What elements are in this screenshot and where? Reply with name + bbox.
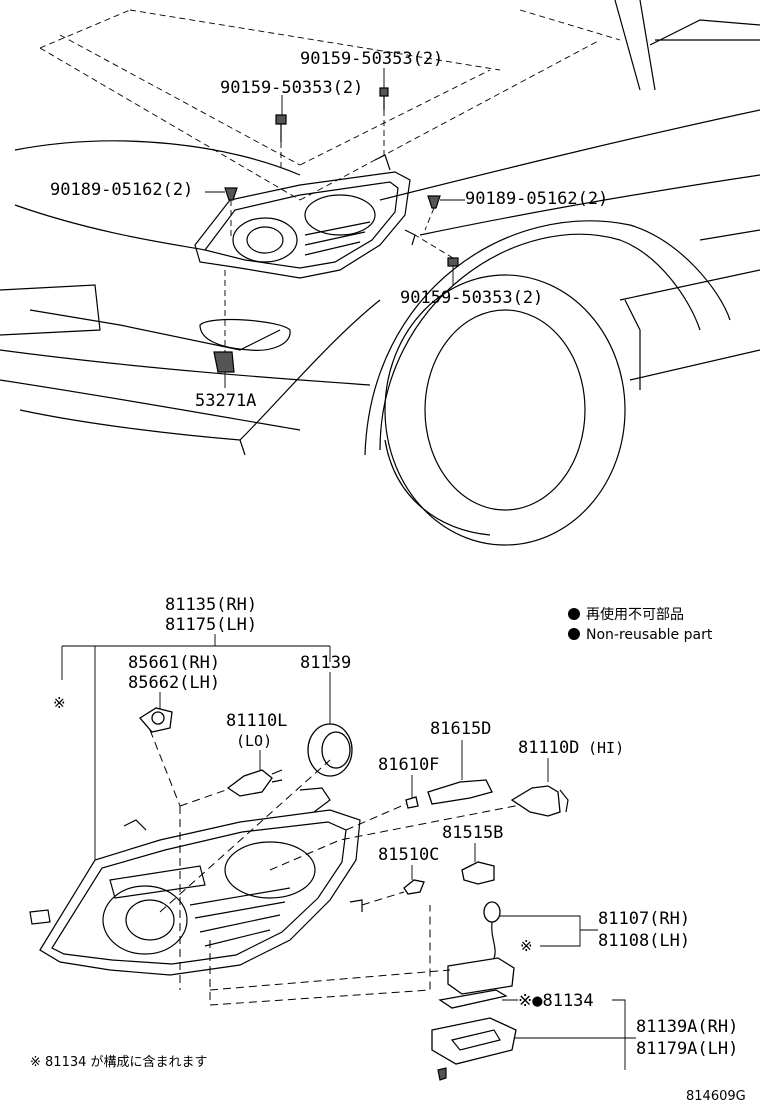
- callout-lo-tag: (LO): [236, 732, 272, 750]
- callout-bracket: 53271A: [195, 391, 256, 411]
- callout-part-81134: ※●81134: [518, 991, 594, 1011]
- callout-assembly-rh: 81135(RH): [165, 595, 257, 615]
- callout-part-81108-lh: 81108(LH): [598, 931, 690, 951]
- callout-bulb-81615: 81615D: [430, 719, 491, 739]
- bracket-81139a-icon: [431, 1017, 517, 1081]
- socket-81515b-icon: [461, 861, 495, 885]
- clip-icon: [427, 195, 441, 209]
- igniter-cable-81107-icon: [483, 901, 501, 963]
- callout-part-81179a-lh: 81179A(LH): [636, 1039, 738, 1059]
- fastener-bolt-icon: [447, 257, 459, 267]
- callout-hi-tag: (HI): [588, 739, 624, 757]
- top-leader-lines: [205, 68, 465, 388]
- footnote: ※ 81134 が構成に含まれます: [30, 1054, 208, 1070]
- legend-dot-icon: [568, 608, 580, 620]
- bulb-81615d-icon: [427, 779, 493, 805]
- legend-dot-icon: [568, 628, 580, 640]
- callout-cover: 81139: [300, 653, 351, 673]
- bulb-81610f-icon: [405, 796, 419, 809]
- bulb-socket-85661-icon: [139, 707, 173, 733]
- diagram-id: 814609G: [686, 1089, 746, 1104]
- headlamp-mounted-illustration: [194, 154, 416, 279]
- callout-socket-81515: 81515B: [442, 823, 503, 843]
- fastener-bolt-icon: [275, 114, 287, 142]
- headlamp-housing-illustration: [29, 787, 363, 976]
- callout-lo-bulb: 81110L: [226, 711, 287, 731]
- callout-bulb-81510: 81510C: [378, 845, 439, 865]
- callout-assembly-lh: 81175(LH): [165, 615, 257, 635]
- callout-bolt-upper-left: 90159-50353(2): [220, 78, 363, 98]
- legend-line-jp: 再使用不可部品: [586, 606, 684, 623]
- callout-part-81139a-rh: 81139A(RH): [636, 1017, 738, 1037]
- legend: 再使用不可部品 Non-reusable part: [568, 606, 713, 643]
- callout-clip-right: 90189-05162(2): [465, 189, 608, 209]
- fastener-bolt-icon: [379, 87, 389, 110]
- car-body-illustration: [0, 0, 760, 546]
- callout-clip-left: 90189-05162(2): [50, 180, 193, 200]
- bulb-81510c-icon: [403, 879, 425, 895]
- clip-icon: [224, 187, 238, 201]
- explode-dashed-lines: [149, 729, 521, 1006]
- assembly-bracket-line: [61, 634, 331, 860]
- bracket-icon: [213, 351, 235, 373]
- callout-bolt-lower: 90159-50353(2): [400, 288, 543, 308]
- asterisk-mark: ※: [53, 694, 66, 712]
- cover-81139-icon: [307, 723, 353, 777]
- callout-bulb-socket-rh: 85661(RH): [128, 653, 220, 673]
- asterisk-mark-81107: ※: [520, 937, 533, 955]
- callout-bulb-81610: 81610F: [378, 755, 439, 775]
- callout-bolt-upper-right: 90159-50353(2): [300, 49, 443, 69]
- callout-bulb-socket-lh: 85662(LH): [128, 673, 220, 693]
- callout-hi-bulb: 81110D: [518, 738, 579, 758]
- lo-bulb-81110l-icon: [226, 769, 283, 797]
- ballast-81134-icon: [438, 957, 515, 1009]
- legend-line-en: Non-reusable part: [586, 627, 713, 643]
- callout-part-81107-rh: 81107(RH): [598, 909, 690, 929]
- hi-bulb-81110d-icon: [510, 785, 569, 817]
